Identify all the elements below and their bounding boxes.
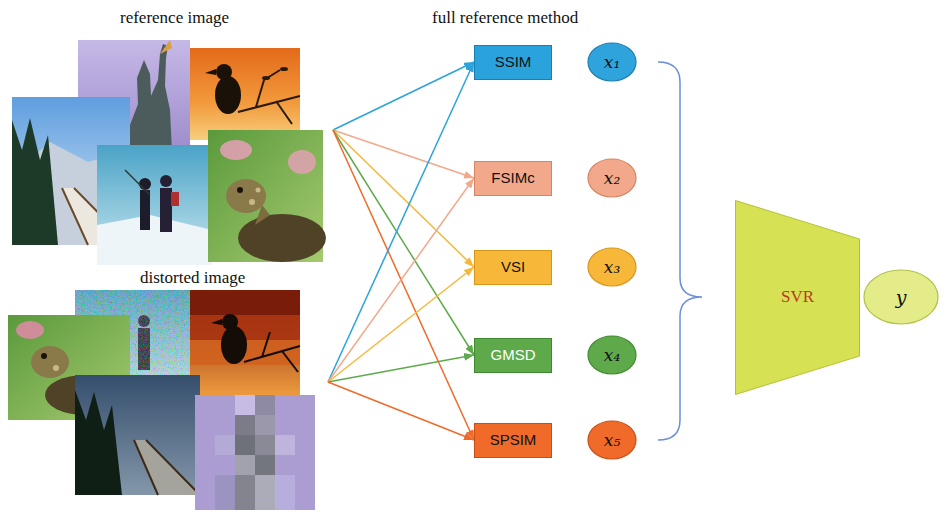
node-label: x₂ bbox=[604, 168, 620, 188]
pixelated-statue-photo bbox=[195, 395, 315, 510]
distorted-image-group: distorted image bbox=[5, 268, 328, 510]
node-label: x₃ bbox=[604, 257, 620, 277]
bird-photo bbox=[190, 48, 300, 140]
turtle-photo bbox=[208, 130, 326, 262]
fishermen-photo bbox=[97, 145, 212, 265]
arrow-connector bbox=[333, 130, 474, 355]
merge-brace bbox=[658, 62, 702, 440]
node-label: SVR bbox=[781, 287, 814, 307]
arrow-connector bbox=[328, 178, 474, 382]
regressor-trapezoid: SVR bbox=[735, 200, 860, 395]
score-circle: x₄ bbox=[587, 335, 637, 375]
arrow-connector bbox=[333, 62, 474, 130]
node-label: SPSIM bbox=[490, 431, 537, 449]
distorted-photos bbox=[8, 290, 315, 510]
method-box: VSI bbox=[474, 250, 552, 285]
method-box: SSIM bbox=[474, 45, 552, 80]
arrow-connector bbox=[328, 355, 474, 382]
output-circle: y bbox=[863, 269, 939, 325]
column-heading: full reference method bbox=[432, 8, 578, 28]
node-label: y bbox=[896, 286, 907, 309]
node-label: x₄ bbox=[604, 345, 620, 365]
arrow-connector bbox=[333, 130, 474, 440]
image-heading: reference image bbox=[120, 8, 229, 28]
arrow-connector bbox=[333, 130, 474, 178]
arrow-connector bbox=[328, 62, 474, 382]
node-label: VSI bbox=[501, 258, 525, 276]
banded-bird-photo bbox=[190, 290, 300, 400]
arrow-connector bbox=[333, 130, 474, 267]
score-circle: x₅ bbox=[587, 420, 637, 460]
method-box: FSIMc bbox=[474, 161, 552, 196]
node-label: SSIM bbox=[495, 53, 532, 71]
node-label: x₅ bbox=[604, 430, 620, 450]
image-heading: distorted image bbox=[140, 268, 245, 288]
node-label: GMSD bbox=[491, 346, 536, 364]
node-label: x₁ bbox=[604, 52, 620, 72]
score-circle: x₂ bbox=[587, 158, 637, 198]
score-circle: x₁ bbox=[587, 42, 637, 82]
reference-photos bbox=[12, 40, 326, 265]
method-box: GMSD bbox=[474, 338, 552, 373]
arrow-connector bbox=[328, 267, 474, 382]
dark-bridge-photo bbox=[75, 375, 200, 495]
reference-image-group: reference image bbox=[5, 8, 333, 266]
node-label: FSIMc bbox=[491, 169, 534, 187]
arrow-connector bbox=[328, 382, 474, 440]
score-circle: x₃ bbox=[587, 247, 637, 287]
method-box: SPSIM bbox=[474, 423, 552, 458]
